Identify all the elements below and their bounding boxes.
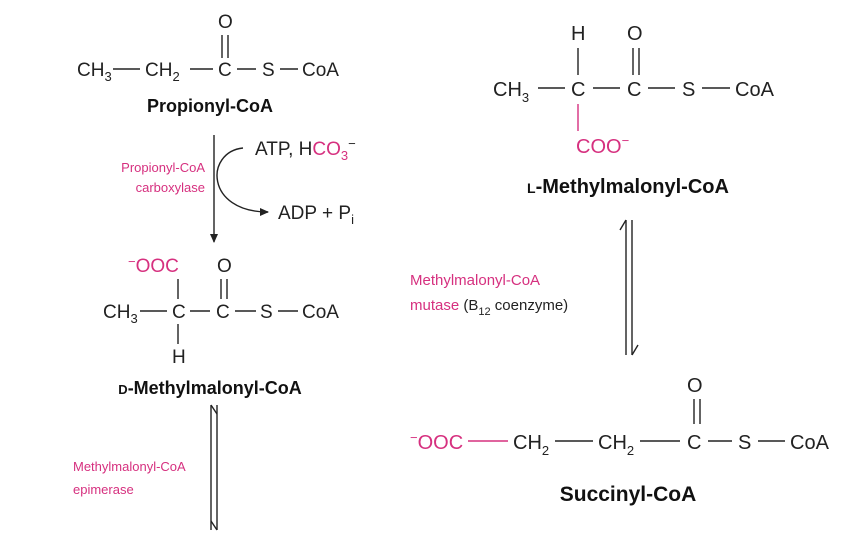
- svg-text:CH3: CH3: [493, 79, 529, 105]
- svg-text:CoA: CoA: [735, 79, 775, 101]
- svg-text:C: C: [687, 432, 701, 454]
- atom-coa: CoA: [302, 60, 339, 81]
- svg-text:O: O: [627, 23, 643, 45]
- svg-text:epimerase: epimerase: [73, 482, 134, 497]
- svg-text:−OOC: −OOC: [128, 254, 179, 277]
- svg-text:CoA: CoA: [790, 432, 830, 454]
- atom-o: O: [218, 12, 233, 33]
- svg-text:H: H: [571, 23, 585, 45]
- l-methylmalonyl-coa-label: L-Methylmalonyl-CoA: [527, 176, 729, 198]
- svg-text:C: C: [172, 302, 186, 323]
- succinyl-coa-label: Succinyl-CoA: [560, 483, 697, 506]
- atom-ch3: CH: [77, 60, 104, 81]
- enzyme-label-line2: carboxylase: [136, 180, 205, 195]
- svg-text:COO−: COO−: [576, 133, 629, 158]
- svg-text:C: C: [571, 79, 585, 101]
- svg-text:O: O: [687, 375, 703, 397]
- svg-text:C: C: [216, 302, 230, 323]
- svg-text:Methylmalonyl-CoA: Methylmalonyl-CoA: [73, 459, 186, 474]
- svg-text:CH3: CH3: [77, 60, 112, 84]
- cofactor-curved-arrow: [216, 147, 269, 216]
- svg-text:O: O: [217, 256, 232, 277]
- svg-text:S: S: [738, 432, 751, 454]
- mutase-step: Methylmalonyl-CoA mutase (B12 coenzyme): [410, 219, 639, 356]
- atom-s: S: [262, 60, 275, 81]
- svg-text:C: C: [627, 79, 641, 101]
- succinyl-coa-structure: O −OOC CH2 CH2 C S CoA Succinyl-CoA: [410, 375, 830, 506]
- epimerase-step: Methylmalonyl-CoA epimerase: [73, 404, 218, 531]
- atom-ch2: CH: [145, 60, 172, 81]
- svg-text:Methylmalonyl-CoA: Methylmalonyl-CoA: [410, 272, 540, 289]
- svg-text:CH3: CH3: [103, 302, 138, 326]
- reactants-label: ATP, HCO3−: [255, 136, 356, 163]
- svg-text:CoA: CoA: [302, 302, 339, 323]
- svg-text:CH2: CH2: [145, 60, 180, 84]
- d-methylmalonyl-coa-structure: −OOC O CH3 C C S CoA H D-Methylmalonyl-C…: [103, 254, 339, 398]
- svg-text:CH2: CH2: [598, 432, 634, 458]
- svg-text:CH2: CH2: [513, 432, 549, 458]
- atom-c: C: [218, 60, 232, 81]
- svg-text:H: H: [172, 347, 186, 368]
- propionyl-coa-label: Propionyl-CoA: [147, 96, 273, 116]
- svg-text:−OOC: −OOC: [410, 430, 463, 454]
- svg-text:mutase (B12 coenzyme): mutase (B12 coenzyme): [410, 297, 568, 318]
- svg-text:S: S: [682, 79, 695, 101]
- carboxylase-step: Propionyl-CoA carboxylase ATP, HCO3− ADP…: [121, 135, 356, 243]
- d-methylmalonyl-coa-label: D-Methylmalonyl-CoA: [118, 378, 301, 398]
- svg-text:S: S: [260, 302, 273, 323]
- enzyme-label-line1: Propionyl-CoA: [121, 160, 205, 175]
- products-label: ADP + Pi: [278, 203, 354, 227]
- l-methylmalonyl-coa-structure: H O CH3 C C S CoA COO− L-Methylmalonyl-C…: [493, 23, 775, 198]
- propionyl-coa-structure: O CH3 CH2 C S CoA Propionyl-CoA: [77, 12, 339, 116]
